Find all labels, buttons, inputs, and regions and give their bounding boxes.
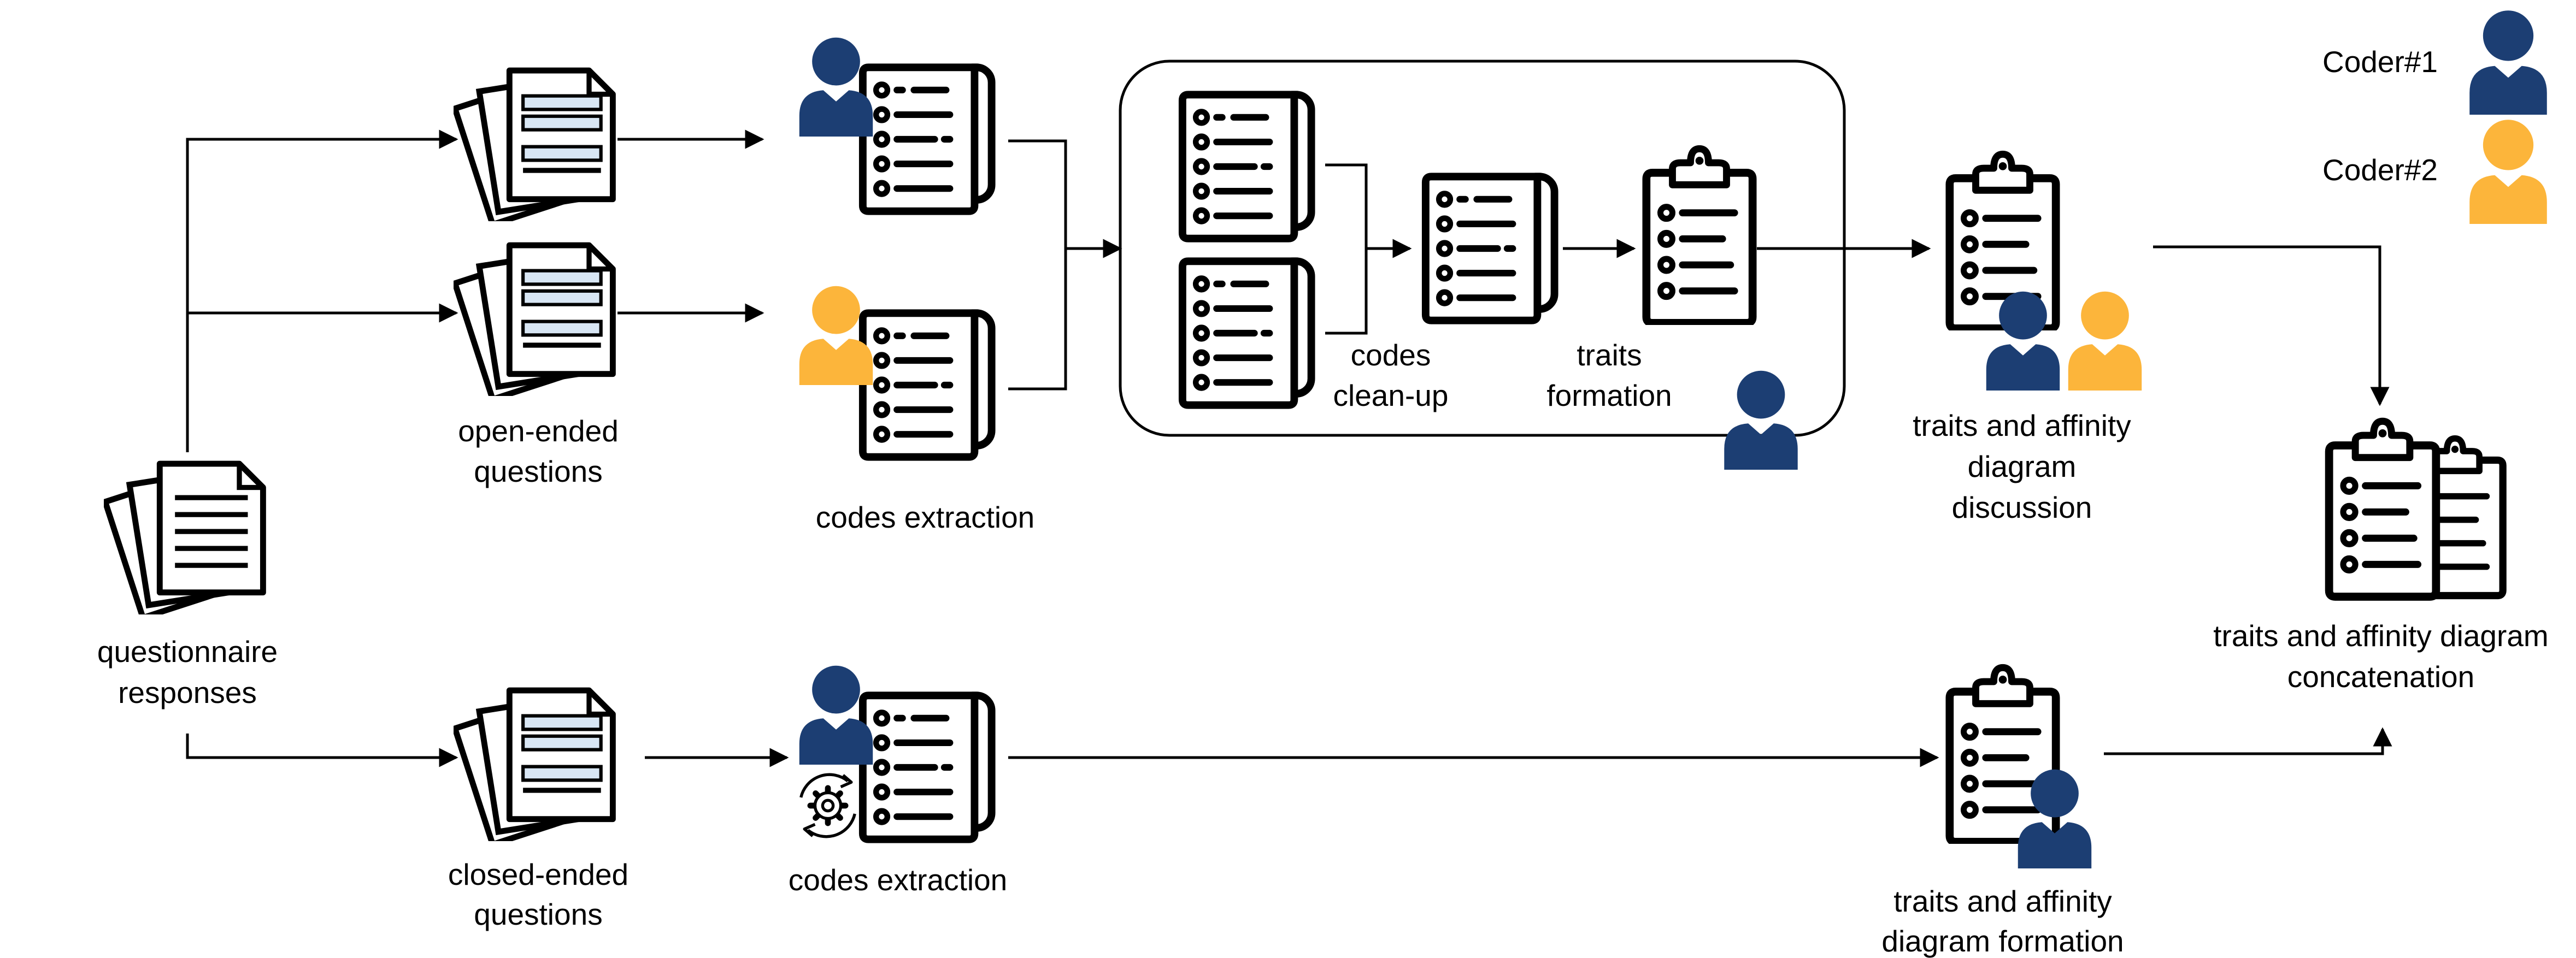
concatenation-label-line2: concatenation	[2287, 660, 2475, 694]
codes-cleanup-label-line2: clean-up	[1333, 379, 1449, 412]
open-ended-document-icon-1	[455, 70, 613, 224]
discussion-label-line2: diagram	[1968, 450, 2077, 483]
questionnaire-document-icon	[105, 464, 263, 618]
connector-discussion-to-concatenation	[2153, 245, 2390, 406]
closed-ended-label-line2: questions	[474, 897, 602, 931]
codes-cleanup-label-line1: codes	[1351, 338, 1431, 372]
connector-formation-to-concatenation	[2104, 727, 2392, 755]
concatenation-label-line1: traits and affinity diagram	[2213, 619, 2548, 653]
traits-formation-label-line1: traits	[1577, 338, 1642, 372]
open-ended-label-line2: questions	[474, 454, 602, 488]
codes-scroll-icon-group-2	[1183, 261, 1311, 405]
open-ended-label-line1: open-ended	[458, 414, 619, 448]
legend-coder2-icon	[2469, 120, 2547, 224]
connector-codes-merge	[1008, 139, 1120, 391]
closed-ended-label-line1: closed-ended	[448, 858, 628, 891]
questionnaire-label-line1: questionnaire	[97, 635, 278, 669]
codes-extraction-scroll-icon-closed	[863, 695, 992, 839]
legend-coder1-label: Coder#1	[2322, 45, 2438, 79]
labels: Coder#1 Coder#2 questionnaire responses …	[97, 45, 2549, 958]
questionnaire-label-line2: responses	[118, 676, 257, 709]
codes-extraction-scroll-icon-coder2	[863, 313, 992, 457]
traits-formation-label-line2: formation	[1546, 379, 1672, 412]
gear-refresh-icon	[801, 774, 855, 836]
connector-questionnaire-to-open-ended	[186, 129, 458, 452]
diagram-formation-label-line2: diagram formation	[1881, 924, 2124, 958]
codes-cleanup-scroll-icon	[1426, 176, 1555, 320]
diagram-formation-label-line1: traits and affinity	[1893, 884, 2112, 918]
codes-extraction-top-label: codes extraction	[816, 500, 1035, 534]
coder2-person-icon-discussion	[2068, 291, 2142, 391]
diagram-formation-clipboard-icon	[1950, 667, 2056, 842]
traits-formation-clipboard-icon	[1646, 149, 1752, 323]
connector-questionnaire-to-closed-ended	[186, 734, 458, 767]
codes-extraction-bottom-label: codes extraction	[789, 863, 1008, 897]
coder1-person-icon-group	[1724, 370, 1798, 470]
closed-ended-document-icon	[455, 690, 613, 844]
legend-coder2-label: Coder#2	[2322, 153, 2438, 187]
connectors	[186, 129, 2392, 767]
connector-codes-to-cleanup	[1325, 163, 1410, 335]
discussion-label-line3: discussion	[1952, 490, 2092, 524]
legend-coder1-icon	[2469, 10, 2547, 115]
discussion-label-line1: traits and affinity	[1913, 409, 2131, 442]
codes-extraction-scroll-icon-coder1	[863, 67, 992, 211]
codes-scroll-icon-group-1	[1183, 94, 1311, 238]
open-ended-document-icon-2	[455, 245, 613, 399]
coding-group-box	[1119, 60, 1846, 437]
concatenation-stacked-clipboards-icon	[2329, 421, 2503, 596]
